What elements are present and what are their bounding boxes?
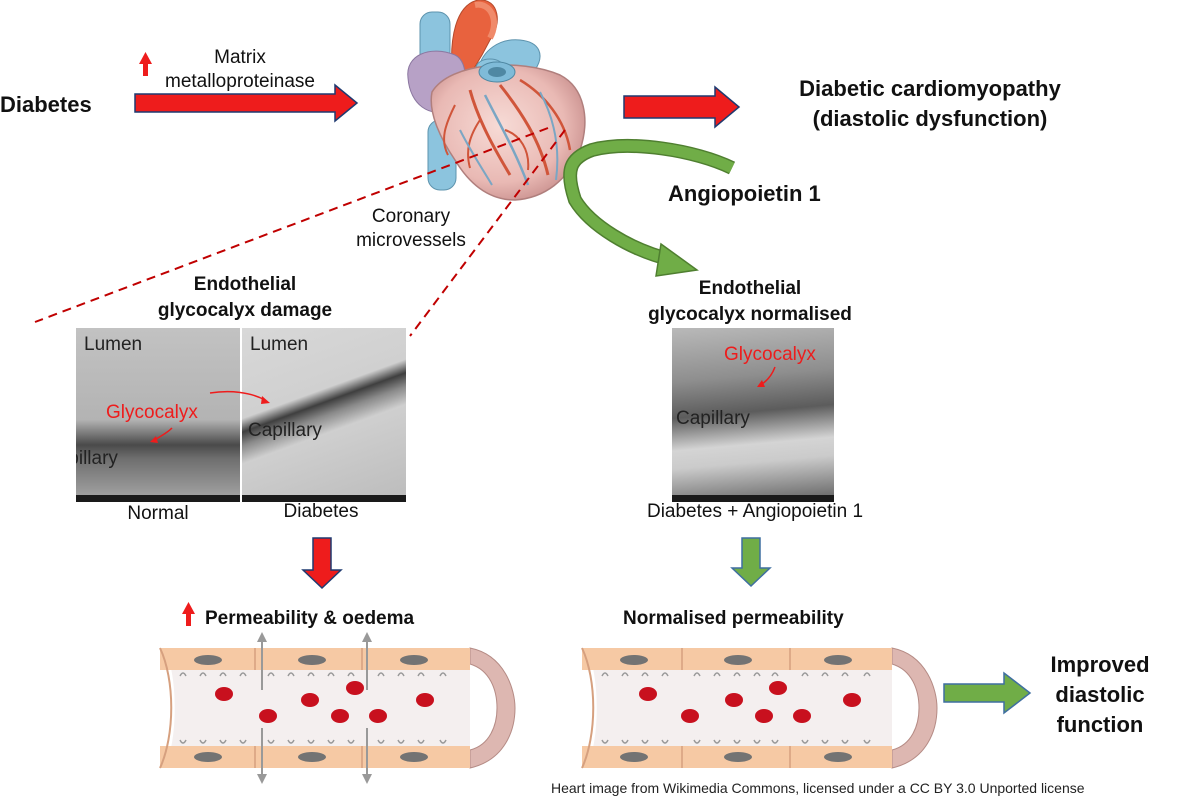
angiopoietin-arrow <box>563 139 736 277</box>
down-arrow-red <box>301 537 343 590</box>
glycocalyx-damage-title: Endothelial glycocalyx damage <box>130 272 360 324</box>
caption-normal: Normal <box>127 503 189 524</box>
magnification-lines <box>34 127 566 337</box>
mmp-line1: Matrix <box>214 47 266 68</box>
diabetes-to-heart-arrow <box>134 83 359 123</box>
lumen-label: Lumen <box>250 334 309 355</box>
micrograph-normal: Lumen Glycocalyx Capillary <box>76 328 240 502</box>
improved-line2: diastolic <box>1055 682 1145 707</box>
improved-function-arrow <box>943 671 1032 715</box>
permeability-increase-icon <box>182 602 195 626</box>
image-credit: Heart image from Wikimedia Commons, lice… <box>551 780 1085 796</box>
cardiomyopathy-label: Diabetic cardiomyopathy (diastolic dysfu… <box>770 74 1090 134</box>
normalised-title-line2: glycocalyx normalised <box>648 304 852 325</box>
mmp-line2: metalloproteinase <box>165 71 315 92</box>
heart-to-cardiomyopathy-arrow <box>623 85 741 129</box>
glycocalyx-label: Glycocalyx <box>106 402 198 423</box>
cardiomyopathy-line2: (diastolic dysfunction) <box>812 106 1048 131</box>
normalised-title-line1: Endothelial <box>698 278 802 299</box>
improved-line3: function <box>1056 712 1144 737</box>
glycocalyx-normalised-title: Endothelial glycocalyx normalised <box>625 276 875 328</box>
caption-diabetes: Diabetes <box>283 501 359 522</box>
heart-illustration <box>407 0 586 201</box>
improved-function-label: Improved diastolic function <box>1030 650 1170 740</box>
damage-title-line1: Endothelial <box>193 274 297 295</box>
glycocalyx-label: Glycocalyx <box>724 344 816 365</box>
permeability-oedema-label: Permeability & oedema <box>205 608 415 629</box>
micrograph-diabetes: Lumen Capillary <box>242 328 406 502</box>
caption-diabetes-angiopoietin: Diabetes + Angiopoietin 1 <box>646 501 864 522</box>
damage-title-line2: glycocalyx damage <box>157 300 333 321</box>
coronary-line2: microvessels <box>356 230 466 251</box>
diabetes-label: Diabetes <box>0 92 92 117</box>
coronary-microvessels-label: Coronary microvessels <box>336 205 486 253</box>
down-arrow-green <box>730 537 772 588</box>
cardiomyopathy-line1: Diabetic cardiomyopathy <box>799 76 1061 101</box>
vessel-normal <box>581 647 938 769</box>
angiopoietin-label: Angiopoietin 1 <box>668 181 821 206</box>
increase-arrow-icon <box>139 52 152 76</box>
coronary-line1: Coronary <box>371 206 451 227</box>
micrograph-treated: Glycocalyx Capillary <box>672 328 834 502</box>
capillary-label: Capillary <box>676 408 750 429</box>
lumen-label: Lumen <box>84 334 143 355</box>
capillary-label: Capillary <box>248 420 322 441</box>
normalised-permeability-label: Normalised permeability <box>623 608 844 629</box>
improved-line1: Improved <box>1050 652 1150 677</box>
capillary-label: Capillary <box>76 448 118 469</box>
vessel-leaky <box>159 632 516 784</box>
mmp-label: Matrix metalloproteinase <box>150 46 330 94</box>
